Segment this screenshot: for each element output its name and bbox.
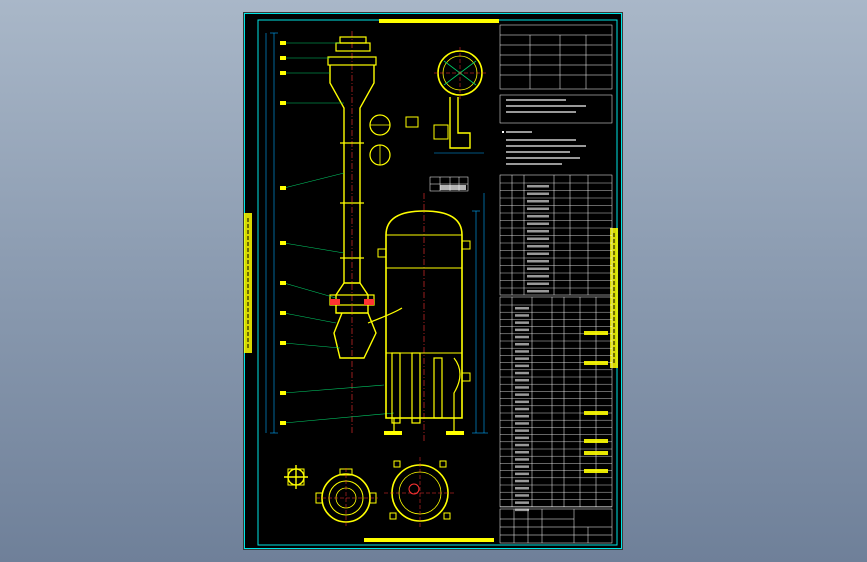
nozzle-table-cell [527,185,549,188]
top-title-strip [379,19,499,23]
nozzle-table-cell [527,230,549,233]
parts-list-cell [515,465,529,468]
parts-list-cell [515,379,529,382]
parts-list-callout [584,469,608,473]
small-detail-circles [369,114,419,166]
vertical-note-right-icon [610,228,618,368]
parts-list-cell [515,443,529,447]
parts-list-cell [515,472,529,476]
plan-view-large [384,457,456,529]
parts-list-cell [515,422,529,425]
leader-callout-marker [280,56,286,60]
parts-list-cell [515,400,529,404]
parts-list-cell [515,429,529,432]
nozzle-table-cell [527,267,549,270]
parts-list-cell [515,343,529,346]
leader-callout-marker [280,341,286,345]
title-block [499,508,613,544]
nozzle-table-cell [527,192,549,195]
tall-column [327,31,403,433]
leader-lines-left [283,42,395,424]
parts-list-cell [515,386,529,389]
parts-list-callout [584,451,608,455]
nozzle-table-cell [527,200,549,203]
parts-list-cell [515,314,529,317]
parts-list-cell [515,335,529,339]
drawing-sheet [244,13,622,549]
nozzle-table-cell [527,282,549,285]
nozzle-table-cell [527,275,549,278]
leader-callout-marker [280,101,286,105]
parts-list-cell [515,494,529,497]
technical-notes-block [499,94,613,165]
dimension-lines-left [265,32,278,434]
parts-list-cell [515,436,529,440]
plan-view-small [284,465,308,489]
section-view-top [434,47,486,99]
parts-list-cell [515,307,529,310]
leader-callout-marker [280,311,286,315]
nozzle-table-cell [527,222,549,225]
parts-list-cell [515,393,529,396]
parts-list-cell [515,321,529,324]
parts-list-cell [515,350,529,353]
parts-list-cell [515,371,529,375]
parts-list-callout [584,439,608,443]
parts-list-cell [515,407,529,411]
nozzle-table-cell [527,245,549,248]
cad-drawing [244,13,622,549]
detail-view-bracket [433,97,484,154]
nozzle-table-small [429,176,469,192]
parts-list-cell [515,364,529,368]
parts-list-cell [515,458,529,461]
plan-view-medium [315,468,378,528]
parts-list-cell [515,479,529,483]
parts-list-cell [515,357,529,360]
parts-list-cell [515,487,529,490]
parts-list-cell [515,328,529,332]
leader-callout-marker [280,391,286,395]
nozzle-table-cell [527,260,549,263]
nozzle-table-cell [527,252,549,255]
parts-list-callout [584,361,608,365]
leader-callout-marker [280,41,286,45]
dimension-lines-right [472,193,488,434]
leader-callout-marker [280,71,286,75]
nozzle-table-cell [527,215,549,218]
main-vessel [377,193,471,443]
parts-list-cell [515,415,529,418]
nozzle-table-cell [527,207,549,210]
nozzle-table [499,174,613,296]
leader-callout-marker [280,421,286,425]
parts-list-cell [515,501,529,504]
drawing-frame [257,19,618,546]
vertical-note-left-icon [244,213,252,353]
parts-list-callout [584,331,608,335]
parts-list-cell [515,451,529,454]
parts-list-cell [515,508,529,512]
leader-callout-marker [280,186,286,190]
design-data-table [499,24,613,90]
parts-list-callout [584,411,608,415]
leader-callout-marker [280,281,286,285]
nozzle-table-cell [527,237,549,240]
bottom-title-strip [364,538,494,542]
leader-callout-marker [280,241,286,245]
nozzle-table-cell [527,290,549,293]
